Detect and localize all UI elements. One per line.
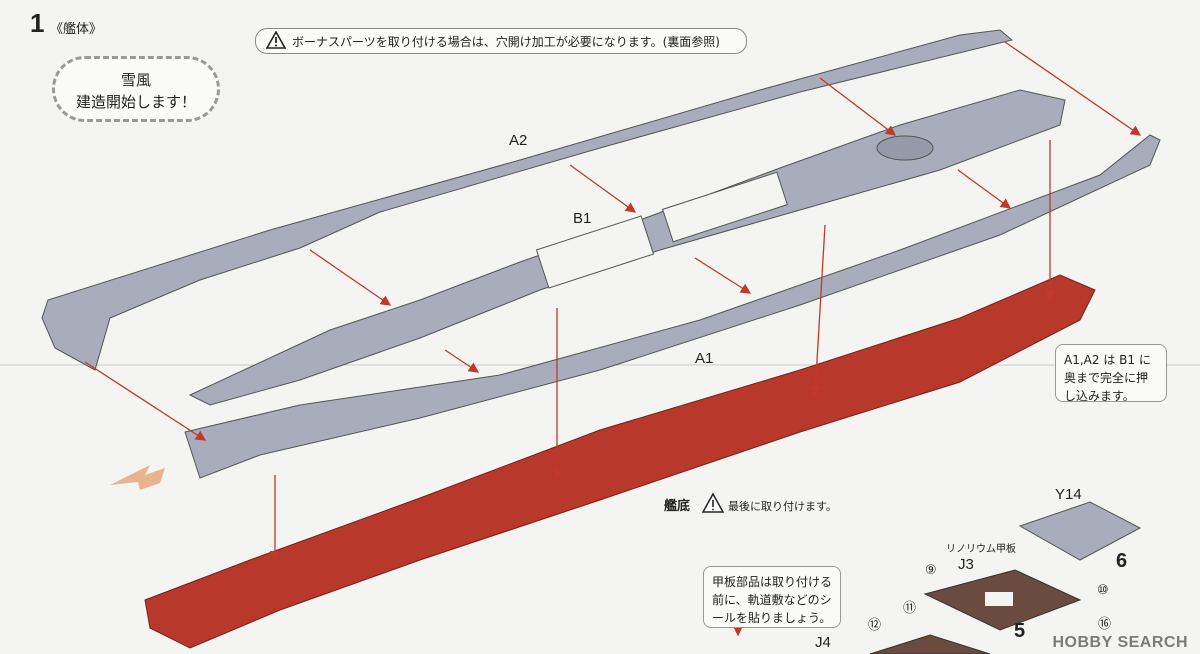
front-direction-arrow: [110, 465, 165, 490]
label-j4: J4: [815, 634, 831, 651]
label-a2: A2: [509, 132, 528, 149]
part-a1: [184, 134, 1161, 479]
callout-10: ⑩: [1097, 583, 1109, 598]
label-j3: J3: [958, 556, 974, 573]
deck-sticker-note: 甲板部品は取り付ける前に、軌道敷などのシールを貼りましょう。: [703, 566, 841, 628]
linoleum-label: リノリウム甲板: [946, 544, 1016, 555]
step-number: 1: [30, 8, 45, 38]
part-j4: [869, 634, 991, 654]
step-ref-6: 6: [1116, 550, 1128, 572]
step-ref-5: 5: [1014, 620, 1026, 642]
label-y14: Y14: [1055, 486, 1082, 503]
part-y14: [1018, 501, 1142, 561]
b1-opening-2: [662, 171, 788, 243]
step-title: 《艦体》: [50, 22, 103, 37]
label-b1: B1: [573, 210, 592, 227]
speech-bubble: 雪風 建造開始します！: [52, 56, 220, 122]
callout-16: ⑯: [1098, 617, 1112, 632]
callout-12: ⑫: [868, 618, 882, 633]
press-fit-note: A1,A2 は B1 に奥まで完全に押し込みます。: [1055, 344, 1167, 403]
watermark: HOBBY SEARCH: [1052, 634, 1188, 651]
warning-icon: [701, 492, 725, 513]
b1-opening-1: [535, 215, 655, 289]
j3-cutout: [985, 592, 1013, 606]
hull-bottom-name: 艦底: [664, 499, 691, 514]
bonus-parts-warning: ボーナスパーツを取り付ける場合は、穴開け加工が必要になります。(裏面参照): [255, 28, 747, 54]
bubble-line-1: 雪風: [120, 71, 151, 89]
warning-icon: [265, 29, 287, 52]
part-a2: [41, 29, 1014, 371]
bubble-line-2: 建造開始します！: [75, 93, 196, 111]
callout-9: ⑨: [925, 563, 937, 578]
turret-base: [876, 135, 934, 161]
assembly-arrows: [84, 41, 1142, 637]
callout-11: ⑪: [903, 601, 917, 616]
warning-text: ボーナスパーツを取り付ける場合は、穴開け加工が必要になります。(裏面参照): [292, 34, 720, 49]
label-a1: A1: [695, 350, 714, 367]
hull-bottom-note: 最後に取り付けます。: [728, 500, 837, 513]
part-hull-bottom: [144, 274, 1096, 649]
